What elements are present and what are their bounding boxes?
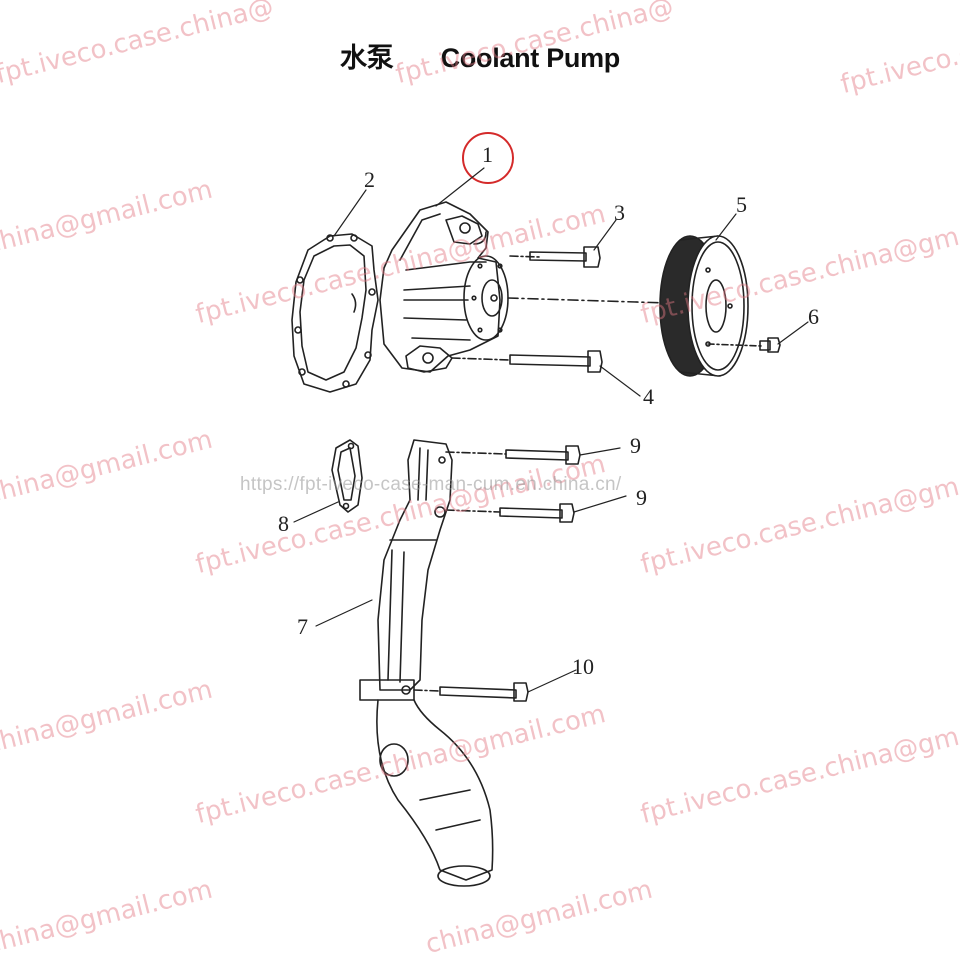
- lower-bolt: [451, 350, 603, 373]
- callout-2: 2: [364, 167, 375, 192]
- url-watermark: https://fpt-iveco-case-man-cum.en.china.…: [240, 474, 622, 495]
- callout-9-upper: 9: [630, 433, 641, 458]
- callout-3: 3: [614, 200, 625, 225]
- pulley-screw: [707, 337, 781, 353]
- callout-7: 7: [297, 614, 308, 639]
- title-english: Coolant Pump: [440, 43, 621, 73]
- coolant-pipe: [359, 439, 494, 887]
- callout-8: 8: [278, 511, 289, 536]
- highlight-circle: [462, 132, 514, 184]
- pulley: [659, 235, 749, 377]
- callout-9-lower: 9: [636, 485, 647, 510]
- callout-5: 5: [736, 192, 747, 217]
- pump-gasket: [291, 233, 379, 393]
- page-title: 水泵 Coolant Pump: [0, 36, 960, 75]
- callout-4: 4: [643, 384, 654, 409]
- callout-1: 1: [482, 142, 493, 167]
- callout-10: 10: [572, 654, 594, 679]
- upper-bolt: [509, 246, 601, 268]
- pipe-gasket: [331, 439, 363, 513]
- title-chinese: 水泵: [340, 43, 394, 73]
- callout-6: 6: [808, 304, 819, 329]
- leader-lines: [293, 167, 809, 693]
- pipe-support-bolt: [413, 682, 529, 702]
- coolant-pump-body: [379, 201, 509, 373]
- pipe-bolt-lower: [445, 503, 575, 523]
- pipe-bolt-upper: [445, 445, 581, 465]
